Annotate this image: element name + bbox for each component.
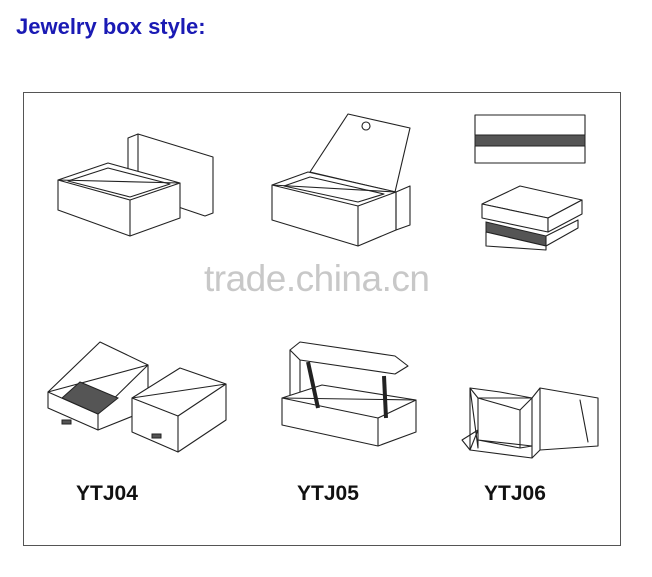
watermark-text: trade.china.cn <box>204 258 430 299</box>
model-code-ytj06: YTJ06 <box>484 482 546 505</box>
box-illustration-3 <box>474 114 586 251</box>
box-illustration-6 <box>461 387 599 459</box>
catalog-frame <box>23 92 621 546</box>
page-title: Jewelry box style: <box>16 14 206 39</box>
box-illustration-2 <box>271 113 411 247</box>
model-code-ytj05: YTJ05 <box>297 482 359 505</box>
box-illustration-1 <box>57 133 214 237</box>
model-code-ytj04: YTJ04 <box>76 482 138 505</box>
box-illustration-4 <box>47 341 227 453</box>
box-illustration-5 <box>281 341 417 447</box>
